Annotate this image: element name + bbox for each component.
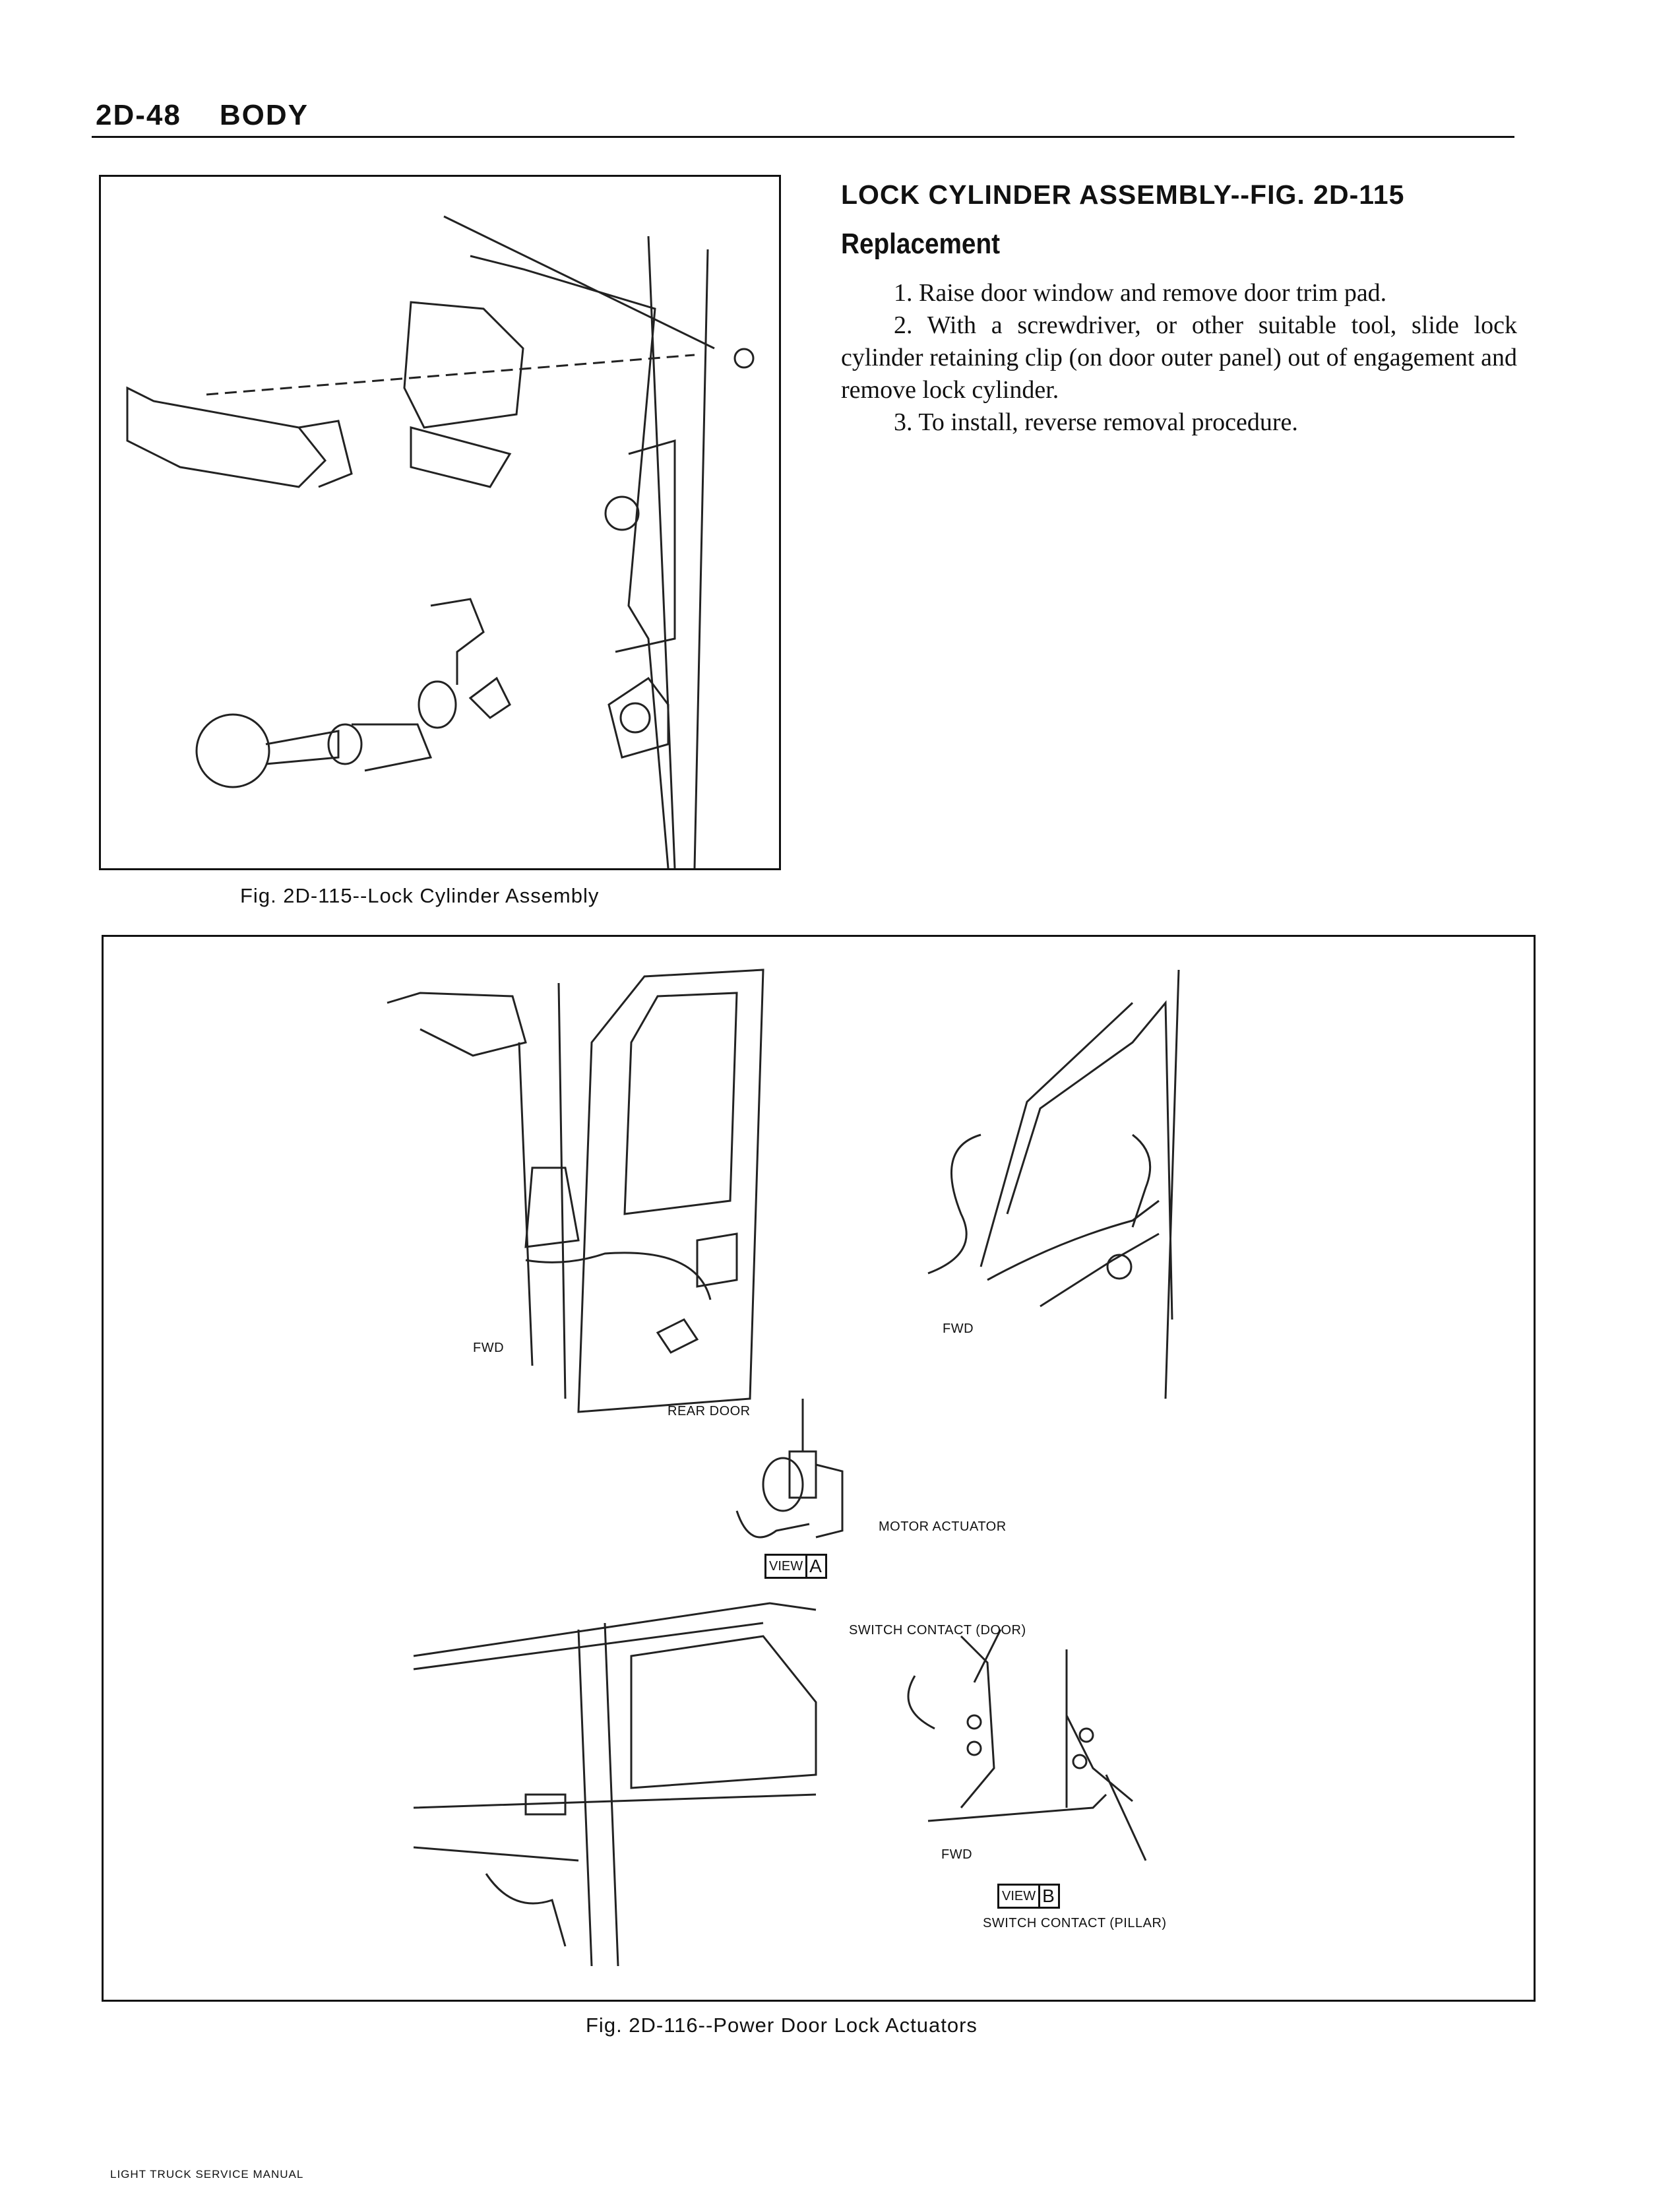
view-a-word: VIEW <box>769 1558 803 1574</box>
figure2-caption: Fig. 2D-116--Power Door Lock Actuators <box>586 2014 978 2037</box>
section-name: BODY <box>219 99 309 131</box>
view-b-word: VIEW <box>1002 1888 1036 1903</box>
fwd-label-bottom: FWD <box>941 1847 973 1862</box>
step-3: 3. To install, reverse removal procedure… <box>894 408 1298 436</box>
step-2: 2. With a screwdriver, or other suitable… <box>841 311 1517 404</box>
motor-actuator-label: MOTOR ACTUATOR <box>879 1519 1007 1534</box>
procedure-steps: 1. Raise door window and remove door tri… <box>841 277 1517 439</box>
lock-cylinder-illustration <box>126 215 755 868</box>
page-header: 2D-48 BODY <box>96 99 309 132</box>
view-a-letter: A <box>805 1556 824 1577</box>
figure-lock-cylinder <box>99 175 781 870</box>
figure1-caption: Fig. 2D-115--Lock Cylinder Assembly <box>240 884 600 907</box>
footer: LIGHT TRUCK SERVICE MANUAL <box>110 2168 304 2181</box>
fwd-label-left: FWD <box>473 1341 505 1355</box>
switch-contact-door-label: SWITCH CONTACT (DOOR) <box>849 1623 1026 1638</box>
switch-contact-pillar-label: SWITCH CONTACT (PILLAR) <box>983 1916 1167 1930</box>
section-subtitle: Replacement <box>841 228 1001 260</box>
power-door-lock-illustration <box>387 969 1180 1967</box>
header-rule <box>92 136 1514 138</box>
section-title: LOCK CYLINDER ASSEMBLY--FIG. 2D-115 <box>841 179 1405 210</box>
rear-door-label: REAR DOOR <box>668 1404 751 1418</box>
page-number: 2D-48 <box>96 99 181 131</box>
fwd-label-right: FWD <box>943 1321 974 1336</box>
step-1: 1. Raise door window and remove door tri… <box>894 279 1387 307</box>
view-b-letter: B <box>1038 1886 1057 1907</box>
